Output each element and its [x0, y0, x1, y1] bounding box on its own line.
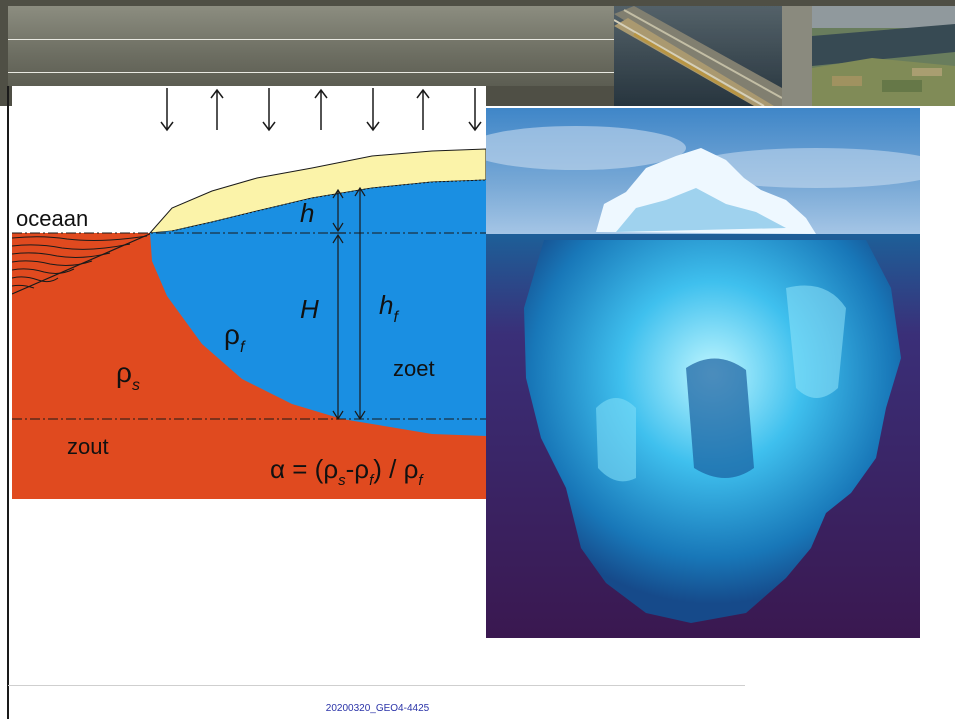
footer-rule [8, 685, 745, 686]
label-h: h [300, 198, 314, 228]
header-gap-panel [782, 6, 812, 106]
river-delta-photo [812, 6, 955, 106]
iceberg-photo [486, 108, 920, 638]
left-margin-rule [7, 86, 9, 719]
label-ocean: oceaan [16, 206, 88, 231]
label-fresh-water: zoet [393, 356, 435, 381]
ghyben-herzberg-formula: α = (ρs-ρf) / ρf [270, 454, 424, 489]
label-salt-water: zout [67, 434, 109, 459]
label-H: H [300, 294, 319, 324]
bridge-photo [614, 6, 782, 106]
header-gradient-panel [8, 6, 614, 86]
footer-slide-code: 20200320_GEO4-4425 [0, 703, 755, 714]
freshwater-lens-diagram: oceaan h H hf ρf ρs zoet zout α = (ρs-ρf… [12, 86, 486, 499]
